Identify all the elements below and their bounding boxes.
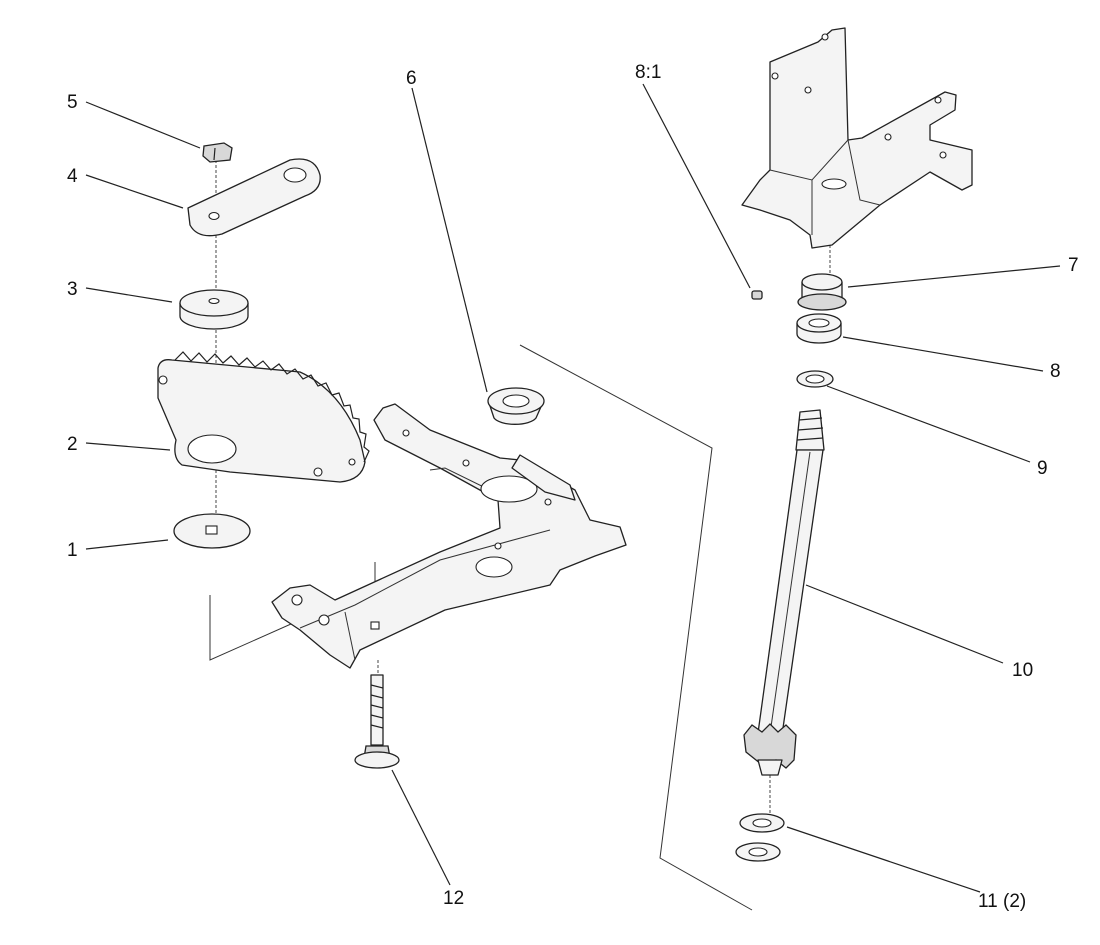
part-4-link-plate: [187, 158, 321, 237]
callout-9: 9: [1037, 458, 1048, 479]
part-1-washer: [173, 513, 251, 549]
callout-10: 10: [1012, 660, 1033, 681]
part-12-carriage-bolt: [354, 674, 400, 769]
leader-lines: [85, 83, 1061, 893]
callout-1: 1: [67, 540, 78, 561]
callout-7: 7: [1068, 255, 1079, 276]
callout-3: 3: [67, 279, 78, 300]
part-3-spacer: [179, 289, 249, 330]
callout-8-1: 8:1: [635, 62, 661, 83]
callout-labels: 1 2 3 4 5 6 8:1 7 8 9 10 11 (2) 12: [67, 62, 1079, 912]
part-7-flange-bushing: [797, 273, 847, 311]
part-8-1-fitting: [751, 290, 763, 300]
part-9-retaining-ring: [796, 370, 834, 388]
steering-bracket: [271, 403, 627, 669]
part-2-sector-gear: [157, 351, 370, 483]
callout-11: 11 (2): [978, 891, 1026, 912]
callout-5: 5: [67, 92, 78, 113]
upper-mount-bracket: [741, 27, 973, 249]
part-5-hex-bolt: [202, 142, 233, 163]
callout-12: 12: [443, 888, 464, 909]
part-11-washers: [735, 813, 785, 862]
callout-2: 2: [67, 434, 78, 455]
part-8-bearing: [796, 313, 842, 344]
part-10-steering-shaft: [743, 409, 825, 776]
callout-8: 8: [1050, 361, 1061, 382]
callout-6: 6: [406, 68, 417, 89]
callout-4: 4: [67, 166, 78, 187]
part-6-bushing: [487, 387, 545, 425]
